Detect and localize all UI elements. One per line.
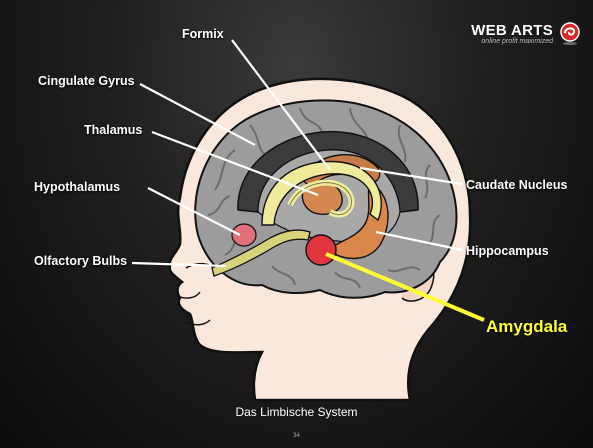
label-amygdala: Amygdala: [486, 317, 567, 337]
slide-title: Das Limbische System: [0, 405, 593, 419]
amygdala-shape: [306, 235, 336, 265]
label-hippocampus: Hippocampus: [466, 244, 549, 258]
logo-tagline: online profit maximized: [471, 38, 553, 45]
hypothalamus-shape: [232, 224, 256, 246]
web-arts-logo: WEB ARTS online profit maximized: [471, 22, 579, 45]
page-number: 34: [0, 433, 593, 439]
label-caudate-nucleus: Caudate Nucleus: [466, 178, 567, 192]
label-cingulate-gyrus: Cingulate Gyrus: [38, 74, 135, 88]
label-olfactory-bulbs: Olfactory Bulbs: [34, 254, 127, 268]
logo-swirl-icon: [559, 22, 581, 46]
label-thalamus: Thalamus: [84, 123, 142, 137]
logo-name: WEB ARTS: [471, 22, 553, 39]
label-hypothalamus: Hypothalamus: [34, 180, 120, 194]
label-formix: Formix: [182, 27, 224, 41]
